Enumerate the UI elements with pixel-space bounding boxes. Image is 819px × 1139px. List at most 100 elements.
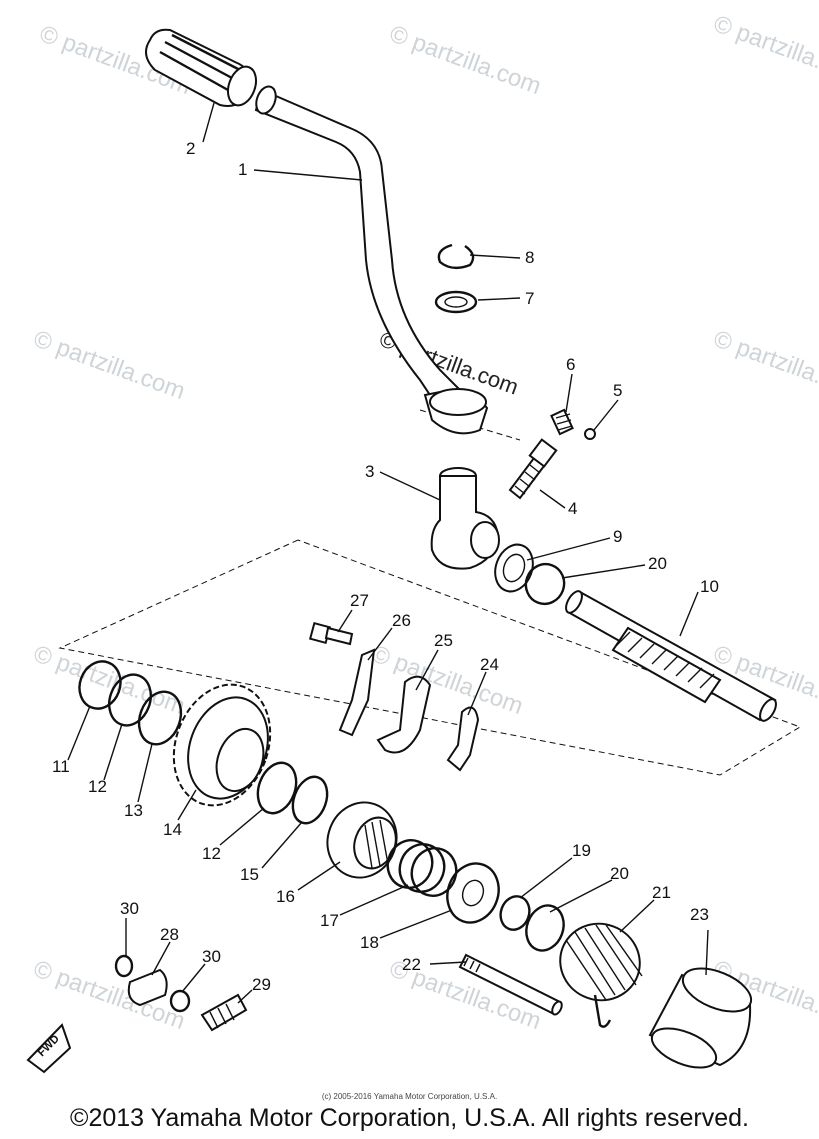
cover-cap-part: [648, 967, 753, 1069]
leader-line: [219, 807, 265, 846]
washer-part: [446, 862, 500, 924]
callout-label: 4: [568, 499, 577, 518]
watermark: © partzilla.com: [368, 640, 527, 720]
callout-label: 28: [160, 925, 179, 944]
bracket-part: [127, 968, 168, 1007]
kick-lever-part: [254, 85, 489, 435]
callout-label: 12: [202, 844, 221, 863]
callout-label: 26: [392, 611, 411, 630]
washer-part: [291, 775, 329, 825]
washer-part: [525, 904, 565, 952]
callout-label: 5: [613, 381, 622, 400]
leader-line: [253, 169, 363, 181]
callout-label: 6: [566, 355, 575, 374]
leader-line: [415, 649, 439, 691]
bolt-part: [308, 621, 354, 646]
callout-label: 30: [120, 899, 139, 918]
callout-label: 16: [276, 887, 295, 906]
circlip-part: [499, 895, 531, 931]
shaft-part: [458, 953, 563, 1016]
washer-part: [108, 673, 152, 727]
leader-line: [469, 254, 521, 259]
circlip-part: [437, 243, 475, 270]
watermark: © partzilla.com: [386, 20, 545, 100]
callout-label: 15: [240, 865, 259, 884]
kick-gear-part: [172, 683, 272, 807]
leader-line: [177, 789, 197, 821]
callout-label: 9: [613, 527, 622, 546]
callout-label: 17: [320, 911, 339, 930]
leader-line: [429, 961, 467, 965]
leader-line: [467, 671, 487, 716]
callout-label: 13: [124, 801, 143, 820]
callout-label: 29: [252, 975, 271, 994]
kick-boss-part: [430, 467, 500, 570]
kick-grip-part: [145, 28, 258, 107]
plate-part: [338, 648, 376, 737]
circlip-part: [169, 989, 191, 1013]
spring-part: [386, 839, 458, 897]
leader-line: [337, 609, 353, 633]
callout-layer: 2 1 8 7 6 5 3 4 9 20 10 27 26 25 24 11 1: [52, 102, 719, 1004]
fwd-arrow-icon: FWD: [26, 1023, 72, 1074]
callout-label: 2: [186, 139, 195, 158]
leader-line: [151, 941, 171, 976]
callout-label: 22: [402, 955, 421, 974]
spring-part: [550, 408, 574, 436]
washer-part: [137, 690, 183, 746]
kick-shaft-part: [565, 590, 777, 722]
leader-line: [237, 989, 253, 1004]
callout-label: 30: [202, 947, 221, 966]
circlip-part: [114, 954, 134, 978]
leader-line: [261, 821, 303, 869]
leader-line: [477, 297, 521, 301]
copyright-main-text: ©2013 Yamaha Motor Corporation, U.S.A. A…: [70, 1104, 749, 1132]
leader-line: [679, 591, 699, 637]
washer-hole: [461, 879, 485, 907]
bolt-part: [508, 438, 558, 500]
callout-label: 1: [238, 160, 247, 179]
leader-line: [539, 489, 566, 509]
leader-line: [297, 861, 341, 891]
callout-label: 14: [163, 820, 182, 839]
leader-line: [705, 929, 709, 976]
washer-hole: [444, 296, 468, 308]
leader-line: [137, 743, 153, 803]
torsion-spring-part: [559, 922, 643, 1028]
assembly-dashed-outline: [58, 539, 802, 776]
watermark: © partzilla.com: [30, 325, 189, 405]
callout-label: 20: [610, 864, 629, 883]
ball-part: [584, 428, 596, 440]
plate-part: [376, 675, 432, 754]
callout-label: 20: [648, 554, 667, 573]
callout-label: 3: [365, 462, 374, 481]
oil-seal-inner: [502, 553, 526, 583]
callout-label: 23: [690, 905, 709, 924]
leader-line: [367, 627, 393, 661]
callout-label: 10: [700, 577, 719, 596]
leader-line: [593, 399, 619, 431]
leader-line: [181, 963, 206, 993]
callout-label: 8: [525, 248, 534, 267]
callout-label: 19: [572, 841, 591, 860]
watermark: © partzilla.com: [710, 325, 819, 405]
callout-label: 7: [525, 289, 534, 308]
callout-label: 21: [652, 883, 671, 902]
leader-line: [561, 564, 646, 579]
callout-label: 25: [434, 631, 453, 650]
leader-line: [549, 879, 613, 913]
leader-line: [565, 373, 573, 413]
leader-line: [519, 857, 573, 899]
washer-part: [434, 290, 478, 314]
shaft-part: [200, 993, 248, 1032]
callout-label: 11: [52, 757, 70, 776]
leader-line: [103, 723, 123, 781]
oil-seal-part: [494, 543, 534, 593]
leader-line: [379, 471, 441, 501]
watermark: © partzilla.com: [710, 10, 819, 90]
ratchet-part: [326, 801, 398, 879]
washer-part: [524, 562, 566, 606]
circlip-part: [78, 660, 122, 710]
leader-line: [619, 899, 655, 933]
